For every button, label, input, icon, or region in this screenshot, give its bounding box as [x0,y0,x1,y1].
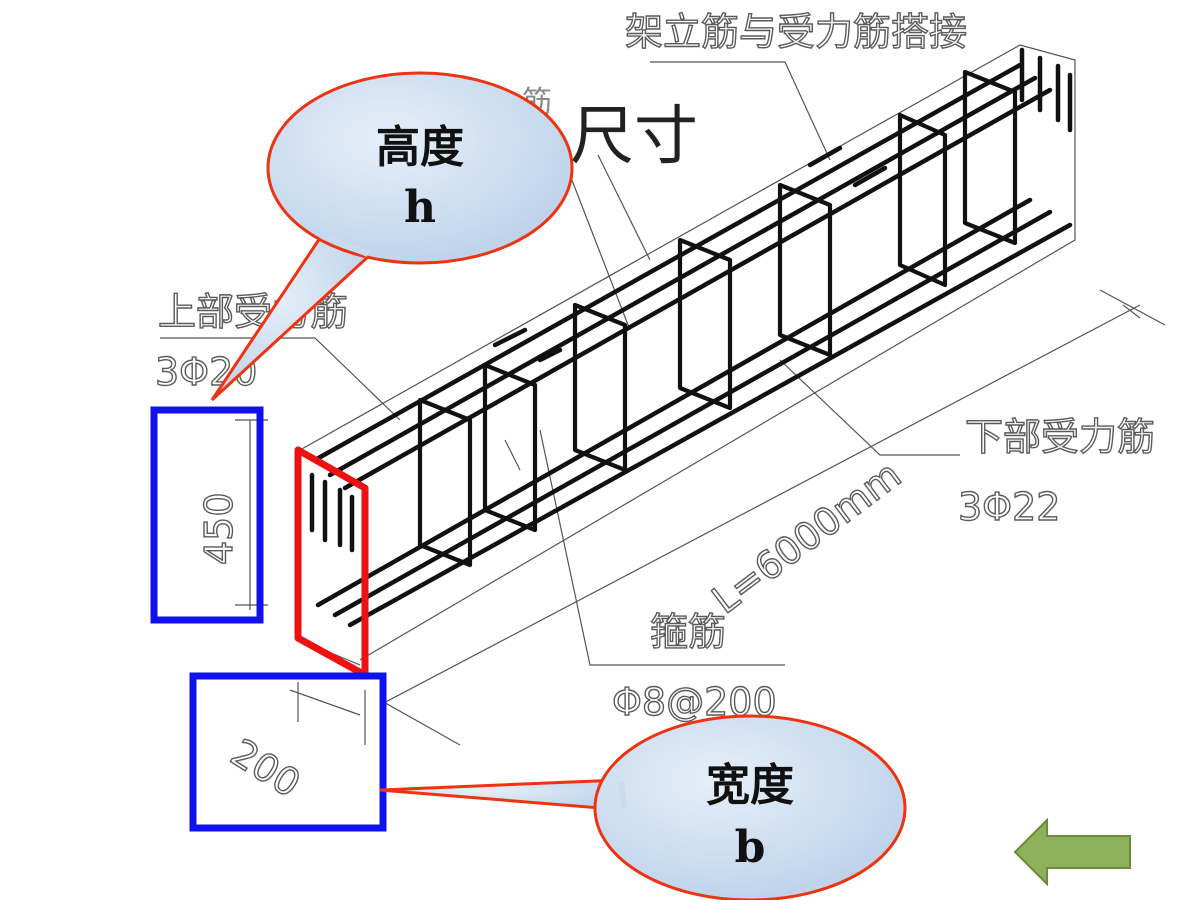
height-callout-title: 高度 [376,122,464,173]
stirrups [417,69,1018,568]
height-callout: 高度 h [210,71,574,402]
width-callout-title: 宽度 [706,760,794,811]
leader-lines [160,61,960,666]
width-callout-symbol: b [735,822,766,873]
bottom-bars-spec: 3Φ22 [958,485,1060,529]
length-dimension-line [379,289,1166,746]
cross-section-outline [294,446,369,679]
width-dim-text: 200 [223,730,308,806]
height-dim-text: 450 [197,492,241,565]
width-dimension-line [289,682,366,745]
page-title: 尺寸 [570,100,698,174]
stirrups-label: 箍筋 [650,610,726,654]
bottom-bars-label: 下部受力筋 [965,415,1155,459]
lap-label: 架立筋与受力筋搭接 [625,10,967,54]
width-highlight-box [189,672,387,832]
height-callout-symbol: h [404,182,436,233]
height-highlight-box [150,406,264,624]
back-arrow-icon[interactable] [1013,817,1131,887]
width-callout: 宽度 b [379,714,907,900]
length-label: L=6000mm [704,452,909,622]
